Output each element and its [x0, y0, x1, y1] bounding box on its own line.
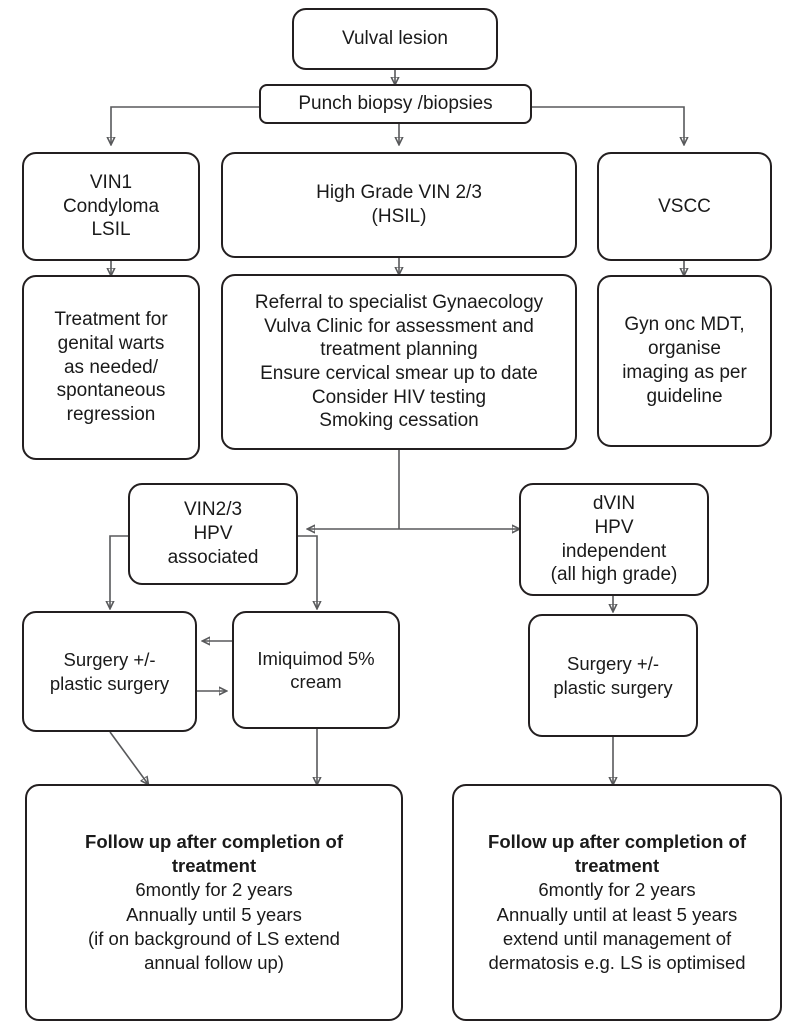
node-vin1[interactable]: VIN1 Condyloma LSIL: [22, 152, 200, 261]
node-punch-biopsy-label: Punch biopsy /biopsies: [298, 93, 493, 115]
node-surgery-plastic-right[interactable]: Surgery +/- plastic surgery: [528, 614, 698, 737]
node-imiquimod-cream-label: Imiquimod 5% cream: [257, 647, 375, 692]
node-high-grade-vin-label: High Grade VIN 2/3 (HSIL): [316, 182, 482, 227]
edge-vin23-to-imiquimod: [298, 535, 317, 608]
node-vulval-lesion[interactable]: Vulval lesion: [292, 8, 498, 70]
node-dvin-hpv-independent-label: dVIN HPV independent (all high grade): [550, 492, 678, 586]
node-imiquimod-cream[interactable]: Imiquimod 5% cream: [232, 611, 400, 729]
node-high-grade-vin[interactable]: High Grade VIN 2/3 (HSIL): [221, 152, 577, 258]
edge-vin23-to-surgery-left: [110, 535, 128, 608]
node-punch-biopsy[interactable]: Punch biopsy /biopsies: [259, 84, 532, 124]
node-vin23-hpv-associated-label: VIN2/3 HPV associated: [167, 499, 259, 568]
node-followup-left-heading: Follow up after completion of treatment: [85, 831, 343, 877]
node-followup-left-body: 6montly for 2 years Annually until 5 yea…: [88, 879, 340, 973]
node-genital-warts-treatment[interactable]: Treatment for genital warts as needed/ s…: [22, 275, 200, 460]
node-followup-right-heading: Follow up after completion of treatment: [488, 831, 746, 877]
node-vin1-label: VIN1 Condyloma LSIL: [62, 171, 160, 241]
node-dvin-hpv-independent[interactable]: dVIN HPV independent (all high grade): [519, 483, 709, 596]
edge-referral-split-bus: [308, 450, 519, 529]
node-gyn-onc-mdt[interactable]: Gyn onc MDT, organise imaging as per gui…: [597, 275, 772, 447]
edge-punch-biopsy-to-vscc: [532, 106, 684, 144]
node-followup-left[interactable]: Follow up after completion of treatment …: [25, 784, 403, 1021]
node-referral-specialist[interactable]: Referral to specialist Gynaecology Vulva…: [221, 274, 577, 450]
node-genital-warts-treatment-label: Treatment for genital warts as needed/ s…: [54, 308, 168, 426]
node-surgery-plastic-left[interactable]: Surgery +/- plastic surgery: [22, 611, 197, 732]
node-vin23-hpv-associated[interactable]: VIN2/3 HPV associated: [128, 483, 298, 585]
edge-punch-biopsy-to-vin1: [111, 106, 259, 144]
node-referral-specialist-label: Referral to specialist Gynaecology Vulva…: [254, 292, 544, 432]
node-vscc-label: VSCC: [658, 195, 711, 217]
edge-surgery-left-to-followup-left: [109, 731, 148, 784]
node-followup-right-body: 6montly for 2 years Annually until at le…: [488, 879, 746, 973]
node-surgery-plastic-left-label: Surgery +/- plastic surgery: [49, 649, 170, 694]
node-vulval-lesion-label: Vulval lesion: [342, 28, 448, 50]
node-vscc[interactable]: VSCC: [597, 152, 772, 261]
node-gyn-onc-mdt-label: Gyn onc MDT, organise imaging as per gui…: [622, 314, 747, 407]
node-surgery-plastic-right-label: Surgery +/- plastic surgery: [553, 653, 673, 698]
node-followup-right[interactable]: Follow up after completion of treatment …: [452, 784, 782, 1021]
